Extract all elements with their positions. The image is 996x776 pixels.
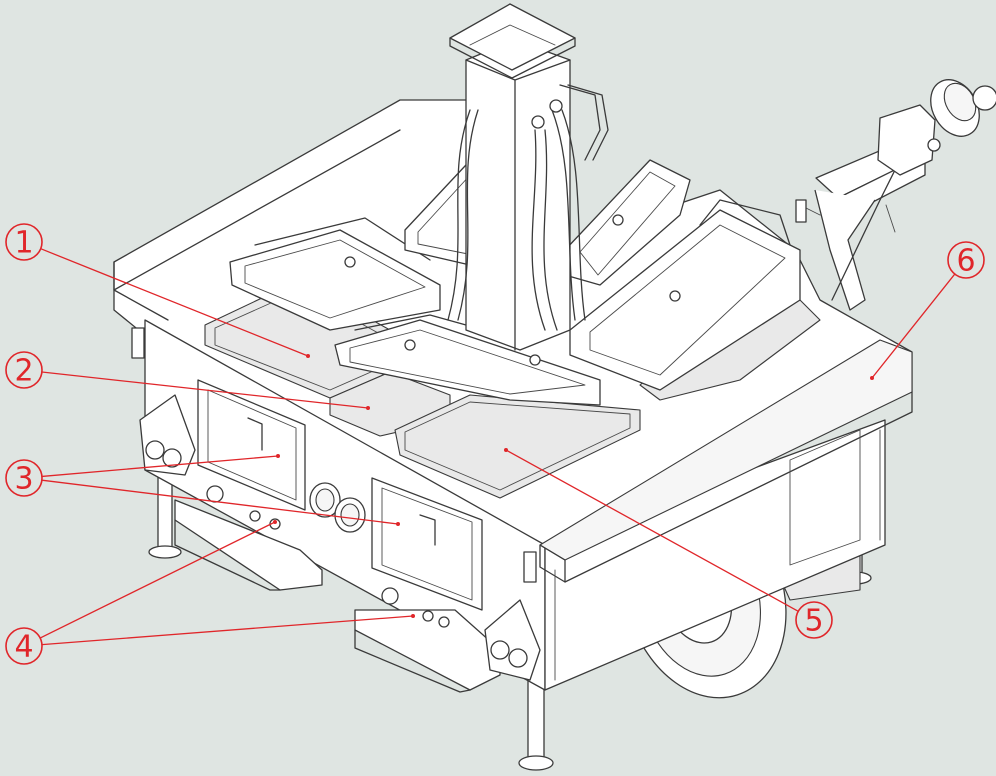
- callout-4-label: 4: [14, 630, 33, 665]
- callout-1-label: 1: [14, 226, 33, 261]
- callout-3-leader-2: [41, 479, 399, 525]
- callout-4-circle: [5, 627, 43, 665]
- callout-4-leader-2: [41, 615, 414, 646]
- callout-6: 6: [870, 241, 985, 380]
- callout-1-target-dot-1: [306, 354, 310, 358]
- callout-1: 1: [5, 223, 310, 358]
- callout-4-target-dot-1: [273, 520, 277, 524]
- callout-6-circle: [947, 241, 985, 279]
- callout-2: 2: [5, 351, 370, 410]
- callout-3-leader-1: [41, 455, 279, 478]
- callout-3: 3: [5, 454, 400, 526]
- callout-5-leader-1: [505, 449, 799, 612]
- callout-1-leader-1: [40, 248, 309, 357]
- callout-4-leader-1: [39, 521, 276, 639]
- callout-2-leader-1: [41, 371, 369, 409]
- callout-4: 4: [5, 520, 415, 665]
- callout-6-target-dot-1: [870, 376, 874, 380]
- callout-3-target-dot-1: [276, 454, 280, 458]
- tail-lights: [131, 327, 541, 681]
- callout-3-label: 3: [14, 462, 33, 497]
- callout-5-label: 5: [804, 604, 823, 639]
- towbar: [795, 79, 996, 311]
- callout-2-label: 2: [14, 354, 33, 389]
- callout-3-target-dot-2: [396, 522, 400, 526]
- callout-6-leader-1: [871, 273, 956, 379]
- front-doors: [197, 379, 483, 611]
- callout-layer: 1 2 3 4 5 6: [5, 223, 985, 665]
- callout-1-circle: [5, 223, 43, 261]
- callout-3-circle: [5, 459, 43, 497]
- central-mast: [447, 3, 609, 351]
- callout-6-label: 6: [956, 244, 975, 279]
- callout-5-circle: [795, 601, 833, 639]
- callout-2-target-dot-1: [366, 406, 370, 410]
- callout-4-target-dot-2: [411, 614, 415, 618]
- callout-5: 5: [504, 448, 833, 639]
- callout-5-target-dot-1: [504, 448, 508, 452]
- callout-2-circle: [5, 351, 43, 389]
- front-trays: [174, 499, 501, 693]
